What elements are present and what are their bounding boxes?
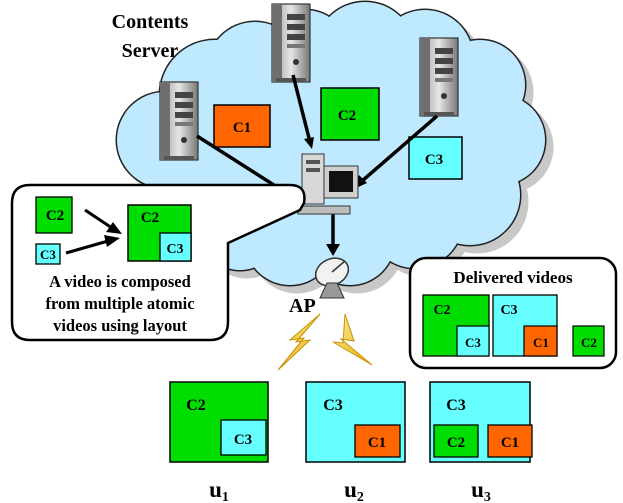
user-screen-u2: C3 C1 [305,381,406,463]
callout-clip-c3-label: C3 [40,247,56,262]
server-tower-icon [419,37,459,117]
server-label-line1: Contents [112,11,189,33]
callout-text-line3: videos using layout [53,316,187,335]
callout-text-line1: A video is composed [49,272,191,291]
delivered-c2-label: C2 [581,335,597,350]
delivered-u2-c3-label: C3 [500,303,517,318]
svg-text:C2: C2 [447,435,465,451]
svg-text:C1: C1 [368,435,386,451]
server-tower-icon [271,3,311,83]
ap-label: AP [289,295,316,317]
svg-text:C3: C3 [425,152,443,168]
delivered-u1-c2-label: C2 [433,303,450,318]
user-screen-u3: C3 C2 C1 [429,381,533,463]
clip-c3-cloud: C3 [408,136,463,180]
user-label-u2: u2 [344,477,364,503]
user-label-u3: u3 [471,477,491,503]
server-tower-icon [159,81,199,161]
svg-text:C1: C1 [501,435,519,451]
delivered-u1-c3-label: C3 [465,335,481,350]
callout-clip-c2-label: C2 [46,208,64,224]
svg-text:C1: C1 [233,120,251,136]
delivered-videos-title: Delivered videos [453,268,573,287]
svg-text:C3: C3 [446,397,466,414]
svg-text:C2: C2 [338,108,356,124]
composed-c3-label: C3 [166,242,183,257]
svg-text:C2: C2 [186,397,206,414]
svg-text:C3: C3 [234,432,252,448]
user-screen-u1: C2 C3 [169,381,269,463]
delivered-u2-c1-label: C1 [533,335,549,350]
server-label-line2: Server [122,40,179,62]
delivered-videos-panel: Delivered videos C2 C3 C3 C1 C2 [408,256,618,370]
user-label-u1: u1 [209,477,229,503]
pc-icon [297,153,359,215]
access-point-icon [314,257,350,299]
composed-c2-label: C2 [141,210,159,226]
svg-text:C3: C3 [323,397,343,414]
clip-c2-cloud: C2 [320,87,380,141]
callout-text-line2: from multiple atomic [45,294,194,313]
wireless-signal-icon [277,313,373,371]
composition-callout: C2 C3 C2 C3 A video is composed from mul… [10,183,306,342]
clip-c1-cloud: C1 [213,104,271,148]
